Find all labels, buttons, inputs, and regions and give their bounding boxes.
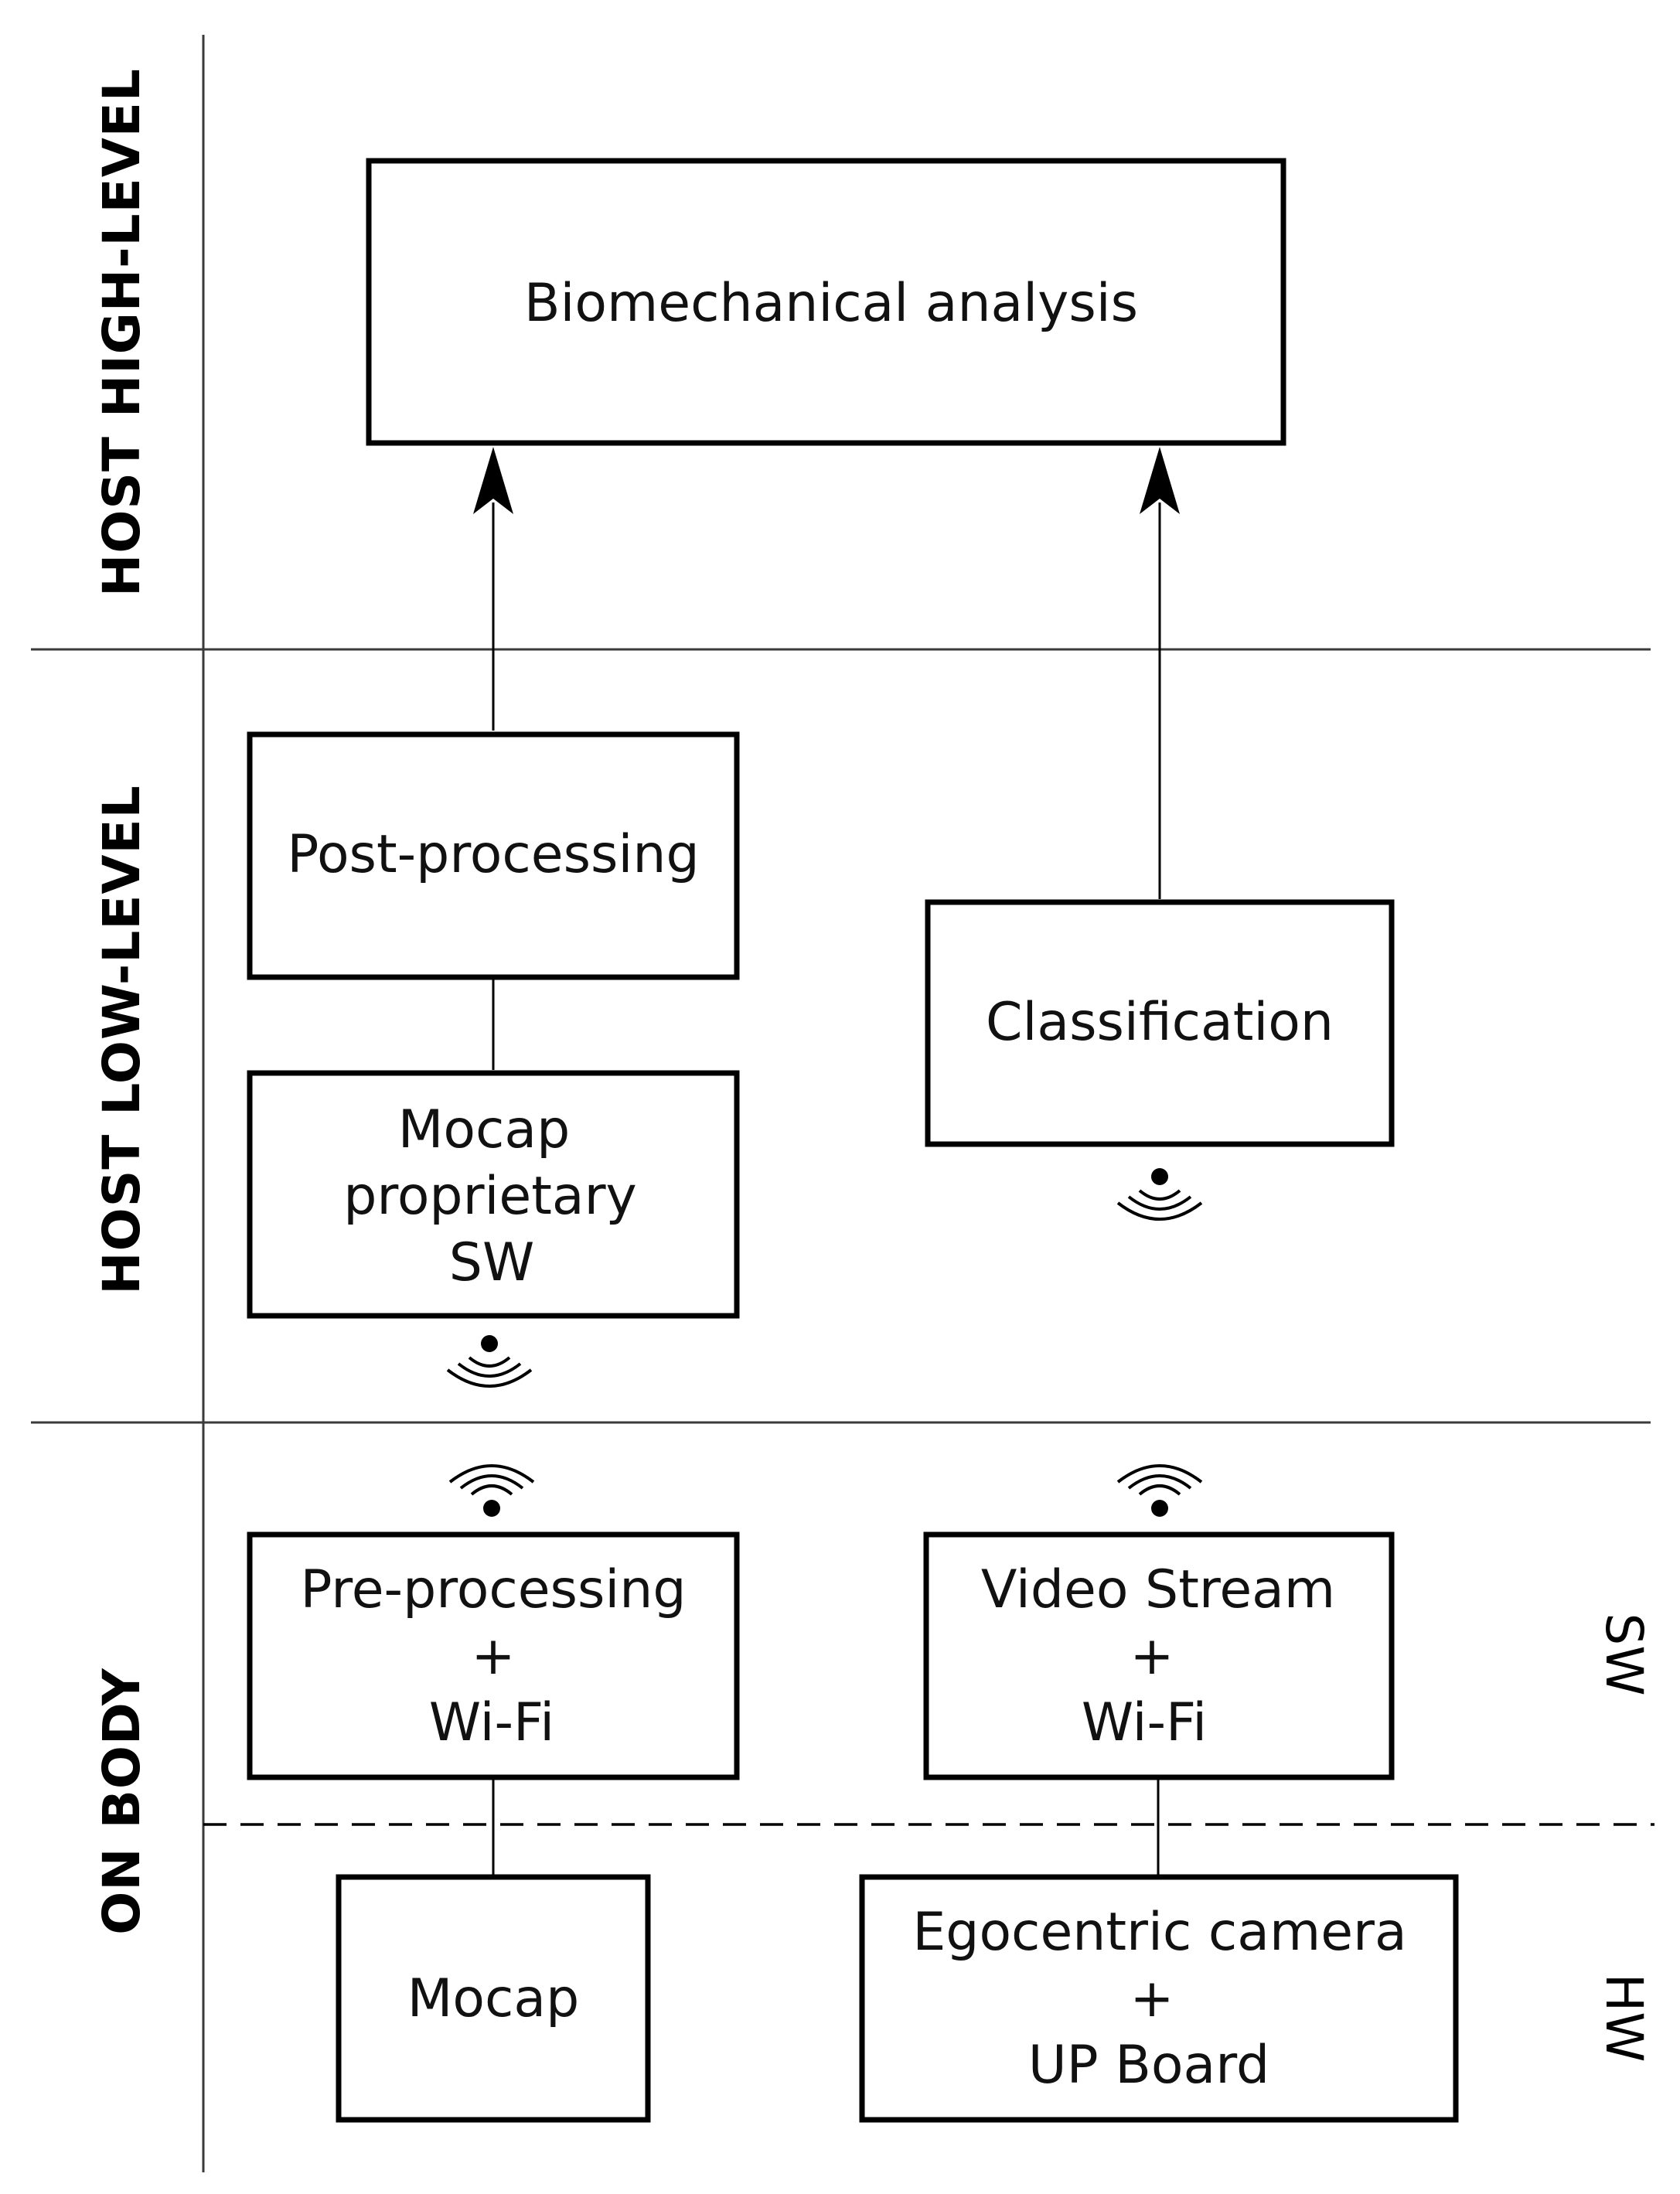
box-mocap-proprietary-sw: Mocap proprietary SW — [247, 1070, 740, 1319]
arrow-up-icon — [473, 447, 513, 514]
box-label: Post-processing — [287, 824, 699, 885]
box-video-stream-wifi: Video Stream + Wi-Fi — [923, 1531, 1395, 1780]
box-pre-processing-wifi: Pre-processing + Wi-Fi — [247, 1531, 740, 1780]
box-label-line-2: + — [1130, 1626, 1174, 1687]
box-egocentric-camera-up-board: Egocentric camera + UP Board — [859, 1874, 1459, 2123]
box-label-line-1: Mocap — [398, 1099, 571, 1160]
box-classification: Classification — [925, 899, 1395, 1147]
side-label-sw: SW — [1594, 1613, 1654, 1695]
box-label-line-3: UP Board — [1028, 2035, 1269, 2096]
box-post-processing: Post-processing — [247, 731, 740, 980]
wifi-signal-icon — [448, 1464, 535, 1517]
box-label-line-1: Pre-processing — [300, 1559, 686, 1620]
box-label-line-2: + — [1130, 1968, 1174, 2029]
side-label-hw: HW — [1594, 1974, 1654, 2063]
box-label: Biomechanical analysis — [524, 273, 1138, 334]
zone-label-on-body: ON BODY — [92, 1668, 152, 1935]
box-label: Mocap — [407, 1968, 580, 2029]
box-label-line-1: Video Stream — [981, 1559, 1335, 1620]
box-label-line-3: SW — [449, 1232, 534, 1293]
arrow-up-icon — [1140, 447, 1180, 514]
wifi-signal-icon — [1116, 1168, 1203, 1221]
box-mocap: Mocap — [336, 1874, 651, 2123]
box-label-line-2: + — [472, 1626, 516, 1687]
zone-label-host-low-level: HOST LOW-LEVEL — [92, 785, 152, 1294]
box-biomechanical-analysis: Biomechanical analysis — [366, 158, 1286, 446]
wifi-signal-icon — [446, 1335, 533, 1388]
box-label-line-2: proprietary — [343, 1166, 637, 1227]
box-label-line-3: Wi-Fi — [429, 1692, 554, 1753]
box-label-line-1: Egocentric camera — [912, 1902, 1406, 1963]
box-label: Classification — [986, 992, 1334, 1053]
box-label-line-3: Wi-Fi — [1082, 1692, 1207, 1753]
wifi-signal-icon — [1116, 1464, 1203, 1517]
zone-label-host-high-level: HOST HIGH-LEVEL — [92, 68, 152, 597]
